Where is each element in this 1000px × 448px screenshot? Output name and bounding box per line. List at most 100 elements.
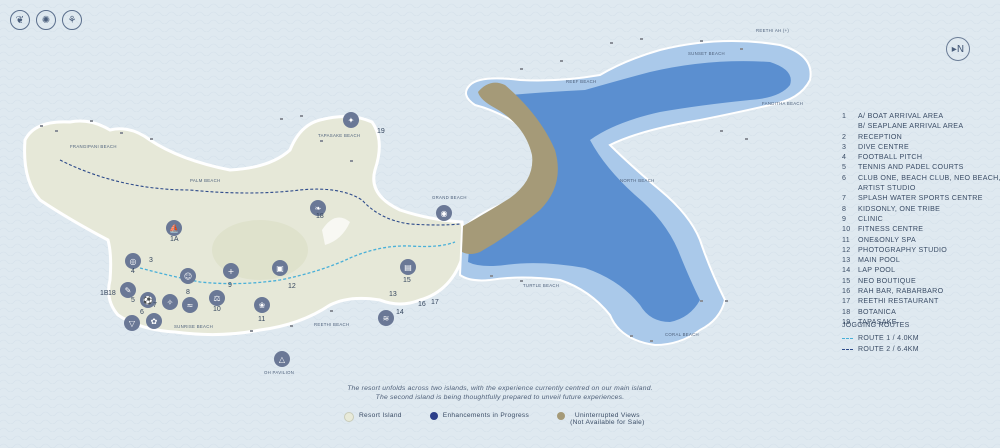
neo-icon: ✿ xyxy=(150,316,158,326)
map-caption: The resort unfolds across two islands, w… xyxy=(0,385,1000,402)
kids-icon: ☺ xyxy=(183,271,193,281)
legend-item-number xyxy=(842,121,858,131)
legend-item-text: NEO BOUTIQUE xyxy=(858,276,916,285)
legend-item-text: ONE&ONLY SPA xyxy=(858,235,917,244)
poi-football[interactable]: ⚽ xyxy=(140,292,156,308)
jogging-route-1 xyxy=(139,241,456,285)
route-1-swatch xyxy=(842,338,853,339)
legend-item-number: 18 xyxy=(842,307,851,316)
legend-item-text: PHOTOGRAPHY STUDIO xyxy=(858,245,948,254)
key-enhancements-label: Enhancements in Progress xyxy=(442,412,530,419)
legend-item-number: 14 xyxy=(842,266,851,275)
poi-tapasake[interactable]: ✦ xyxy=(343,112,359,128)
key-uninterrupted-sublabel: (Not Available for Sale) xyxy=(570,419,645,426)
key-resort-swatch xyxy=(344,412,354,422)
second-island-lagoon xyxy=(468,61,791,322)
legend-item: ARTIST STUDIO xyxy=(842,183,1000,193)
poi-pavilion[interactable]: △ xyxy=(274,351,290,367)
poi-photo[interactable]: ◉ xyxy=(436,205,452,221)
legend-item-text: BOTANICA xyxy=(858,307,897,316)
num-9: 9 xyxy=(228,282,232,289)
num-8: 8 xyxy=(186,289,190,296)
place-coral: CORAL BEACH xyxy=(665,332,699,337)
football-icon: ⚽ xyxy=(143,295,153,305)
key-enhancements: Enhancements in Progress xyxy=(429,412,530,426)
legend-item-text: FOOTBALL PITCH xyxy=(858,153,923,162)
place-reethi-ah: REETHI AH (+) xyxy=(756,28,790,33)
legend-item-number: 8 xyxy=(842,204,847,213)
legend-item: 12 PHOTOGRAPHY STUDIO xyxy=(842,245,1000,255)
poi-clinic[interactable]: + xyxy=(223,263,239,279)
poi-studio[interactable]: ▣ xyxy=(272,260,288,276)
num-10: 10 xyxy=(213,306,221,313)
tennis-icon: ✎ xyxy=(124,285,132,295)
jogging-route-2 xyxy=(59,159,461,226)
poi-boutique[interactable]: ▤ xyxy=(400,259,416,275)
poi-club[interactable]: ✧ xyxy=(162,294,178,310)
legend-item-number: 7 xyxy=(842,194,847,203)
legend-item-text: RAH BAR, RABARBARO xyxy=(858,287,944,296)
villa-markers xyxy=(40,38,748,342)
poi-kids[interactable]: ☺ xyxy=(180,268,196,284)
poi-spa[interactable]: ❀ xyxy=(254,297,270,313)
legend-item-text: SPLASH WATER SPORTS CENTRE xyxy=(858,194,983,203)
legend-item-text: REETHI RESTAURANT xyxy=(858,297,939,306)
caption-line-2: The second island is being thoughtfully … xyxy=(375,393,625,401)
poi-neo[interactable]: ✿ xyxy=(146,313,162,329)
legend-item-text: LAP POOL xyxy=(858,266,896,275)
num-6: 6 xyxy=(140,309,144,316)
place-tapasake: TAPASAKE BEACH xyxy=(318,133,361,138)
north-arrow-icon: ▸ xyxy=(951,43,957,55)
poi-fitness[interactable]: ⚖ xyxy=(209,290,225,306)
legend-item-number: 10 xyxy=(842,225,851,234)
poi-splash[interactable]: ≈ xyxy=(182,297,198,313)
legend-item-text: CLINIC xyxy=(858,214,884,223)
key-uninterrupted-text: Uninterrupted Views (Not Available for S… xyxy=(570,412,645,426)
legend-item-number: 12 xyxy=(842,245,851,254)
num-1b: 1B xyxy=(100,290,109,297)
legend-item-number: 2 xyxy=(842,132,847,141)
club-icon: ✧ xyxy=(166,297,174,307)
legend-item: 7 SPLASH WATER SPORTS CENTRE xyxy=(842,193,1000,203)
legend-item-number: 5 xyxy=(842,163,847,172)
legend-item-text: FITNESS CENTRE xyxy=(858,225,924,234)
legend-item-number: 15 xyxy=(842,276,851,285)
pool-area xyxy=(322,217,350,245)
num-11: 11 xyxy=(258,316,266,323)
poi-botanica[interactable]: ❧ xyxy=(310,200,326,216)
poi-lap-pool[interactable]: ≋ xyxy=(378,310,394,326)
legend-item-text: TENNIS AND PADEL COURTS xyxy=(858,163,964,172)
place-sunrise: SUNRISE BEACH xyxy=(174,324,213,329)
poi-boat[interactable]: ⛵ xyxy=(166,220,182,236)
place-turtle: TURTLE BEACH xyxy=(523,283,560,288)
legend-item-number: 3 xyxy=(842,142,847,151)
legend-item: B/ SEAPLANE ARRIVAL AREA xyxy=(842,121,1000,131)
num-19: 19 xyxy=(377,128,385,135)
num-18b: 18 xyxy=(108,290,116,297)
num-5: 5 xyxy=(131,297,135,304)
dining-icon: ✦ xyxy=(347,115,355,125)
poi-ice[interactable]: ▽ xyxy=(124,315,140,331)
legend-item-text: MAIN POOL xyxy=(858,256,901,265)
jogging-title: JOGGING ROUTES xyxy=(842,322,910,329)
studio-icon: ▣ xyxy=(276,263,284,273)
pavilion-icon: △ xyxy=(278,354,286,364)
clinic-icon: + xyxy=(227,266,235,276)
poi-tennis[interactable]: ✎ xyxy=(120,282,136,298)
route-1-row: ROUTE 1 / 4.0KM xyxy=(842,335,919,342)
legend-item-text: TAPASAKE xyxy=(858,317,897,326)
legend-item-number: 9 xyxy=(842,214,847,223)
num-13: 13 xyxy=(389,291,397,298)
poi-dive[interactable]: ◎ xyxy=(125,253,141,269)
legend-item: 10 FITNESS CENTRE xyxy=(842,224,1000,234)
map-key: Resort Island Enhancements in Progress U… xyxy=(344,412,645,426)
